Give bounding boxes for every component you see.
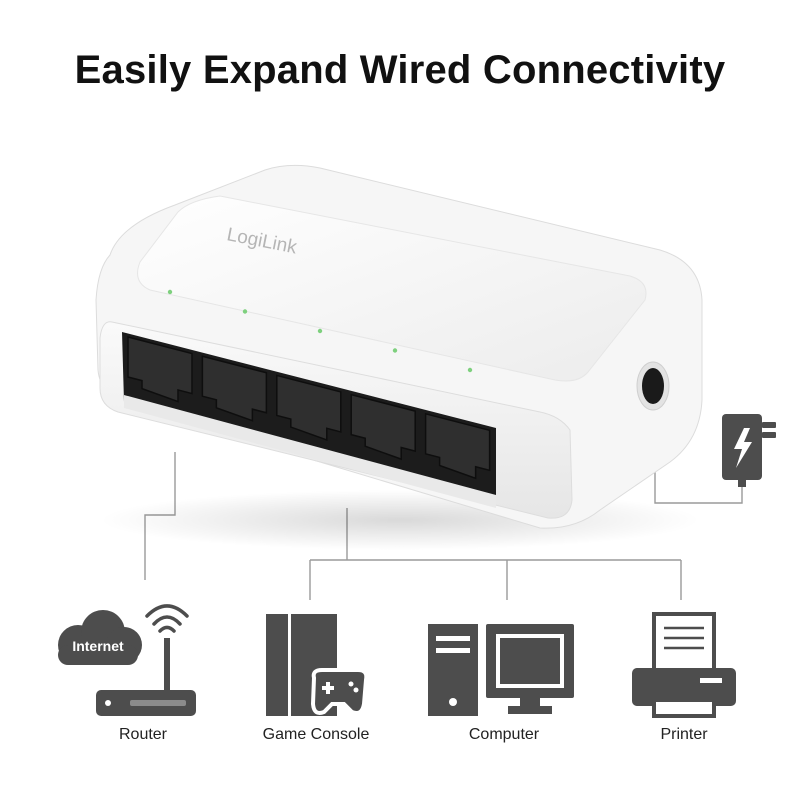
printer-icon: [632, 612, 736, 718]
rj45-port: [127, 336, 193, 403]
caption-printer: Printer: [660, 726, 708, 743]
port-group: [127, 336, 491, 480]
rj45-port: [201, 355, 268, 422]
port-housing-lip: [124, 395, 496, 508]
caption-computer: Computer: [468, 726, 540, 743]
caption-game-console: Game Console: [262, 726, 370, 743]
game-console-icon: [266, 614, 369, 716]
status-led: [242, 309, 248, 314]
status-led: [392, 348, 398, 353]
rj45-port: [276, 374, 342, 441]
switch-top-panel: [137, 195, 647, 382]
caption-router: Router: [118, 726, 168, 743]
status-led: [467, 367, 473, 373]
network-switch: LogiLink: [95, 164, 703, 550]
computer-icon: [428, 624, 574, 716]
rj45-port: [424, 412, 491, 480]
cloud-badge: [58, 610, 142, 665]
internet-label: Internet: [72, 638, 124, 654]
router-icon: Internet: [58, 604, 196, 716]
wifi-signal-icon: [145, 604, 189, 633]
power-adapter-icon: [722, 414, 776, 487]
led-group: [167, 289, 473, 373]
status-led: [317, 328, 323, 334]
power-jack: [636, 361, 670, 411]
rj45-port: [350, 393, 416, 461]
status-led: [167, 289, 173, 295]
power-line: [654, 460, 743, 504]
headline: Easily Expand Wired Connectivity: [74, 48, 726, 92]
